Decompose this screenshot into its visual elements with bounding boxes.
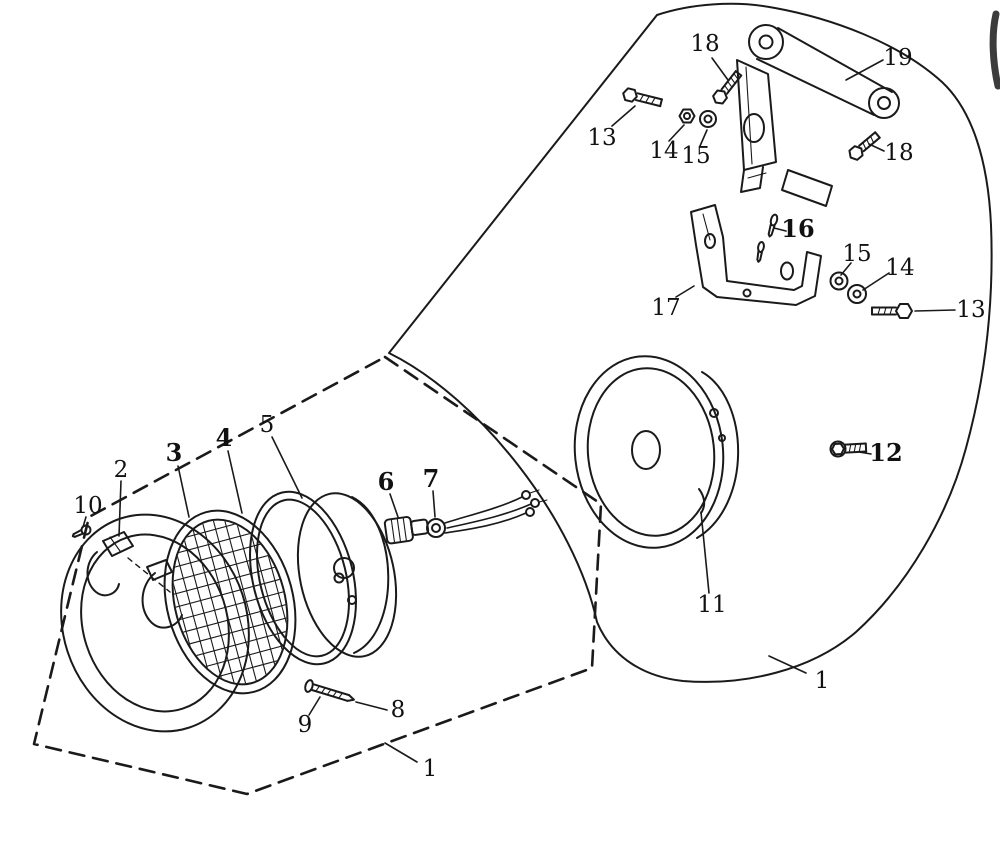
callout-leader-6 <box>389 493 399 518</box>
part-12-bolt <box>829 440 868 458</box>
reflector-bowl <box>296 492 398 658</box>
part-8-screw <box>304 679 355 702</box>
part-label-4: 4 <box>216 423 233 452</box>
part-label-3: 3 <box>166 438 183 467</box>
part-14-nut-left <box>678 108 696 124</box>
callout-leader-1 <box>384 742 418 763</box>
part-label-5: 5 <box>260 412 275 438</box>
part-label-15: 15 <box>681 143 710 169</box>
part-label-11: 11 <box>697 592 726 618</box>
wire-harness <box>444 489 548 534</box>
part-2-clip <box>86 531 183 629</box>
callout-leader-5 <box>271 436 303 499</box>
callout-leader-4 <box>227 450 243 514</box>
callout-leader-9 <box>308 696 321 716</box>
callout-leader-10 <box>82 516 87 528</box>
part-15-washer-right <box>829 271 849 291</box>
part-label-10: 10 <box>73 493 102 519</box>
callout-leader-14 <box>862 272 890 291</box>
part-label-2: 2 <box>114 457 129 483</box>
callout-leader-14 <box>668 124 685 142</box>
callout-leader-2 <box>118 480 122 537</box>
part-label-12: 12 <box>869 438 902 467</box>
part-label-17: 17 <box>651 295 680 321</box>
part-6-socket <box>383 516 430 545</box>
part-label-8: 8 <box>391 697 406 723</box>
callout-leader-13 <box>611 105 636 127</box>
part-19-bracket <box>736 24 900 207</box>
part-label-9: 9 <box>298 712 313 738</box>
part-13-bolt-left <box>622 87 663 108</box>
part-label-18: 18 <box>690 31 719 57</box>
part-7-connector <box>426 518 446 538</box>
right-enclosure-outline <box>388 2 993 683</box>
part-16-screw-a <box>767 213 779 238</box>
part-label-19: 19 <box>883 45 912 71</box>
part-label-16: 16 <box>781 214 814 243</box>
left-enclosure-outline <box>32 355 603 796</box>
callout-leader-3 <box>177 465 190 518</box>
callout-leader-13 <box>914 309 956 312</box>
part-4-lens <box>156 507 304 697</box>
part-label-15: 15 <box>842 241 871 267</box>
part-label-7: 7 <box>423 464 440 493</box>
callout-leader-18 <box>711 57 729 81</box>
part-18-bolt-right <box>848 131 881 161</box>
part-13-bolt-right <box>871 303 913 319</box>
part-label-1: 1 <box>815 668 830 694</box>
callout-leader-15 <box>840 262 852 276</box>
part-5-ring <box>249 490 357 666</box>
lens-flute-pattern <box>156 507 304 697</box>
callout-leader-18 <box>868 143 885 152</box>
part-label-14: 14 <box>649 138 678 164</box>
part-16-screw-b <box>756 241 765 263</box>
callout-leader-1 <box>768 655 807 674</box>
callout-leader-15 <box>699 129 708 147</box>
callout-leader-12 <box>858 451 872 455</box>
part-label-14: 14 <box>885 255 914 281</box>
callout-leader-17 <box>675 285 695 298</box>
part-label-1: 1 <box>423 756 438 782</box>
callout-leader-8 <box>355 701 388 711</box>
part-label-13: 13 <box>587 125 616 151</box>
part-11-shell <box>573 355 740 549</box>
part-15-washer-left <box>699 110 717 128</box>
part-3-rim <box>60 513 250 733</box>
callout-leader-11 <box>700 511 710 594</box>
part-label-6: 6 <box>378 467 395 496</box>
callout-leader-7 <box>432 490 436 518</box>
callout-leader-16 <box>773 227 787 232</box>
part-14-washer-right <box>847 284 867 304</box>
part-label-13: 13 <box>956 297 985 323</box>
callout-leader-19 <box>845 59 884 81</box>
part-label-18: 18 <box>884 140 913 166</box>
part-17-bracket <box>690 204 822 306</box>
scan-mark <box>989 10 1000 90</box>
